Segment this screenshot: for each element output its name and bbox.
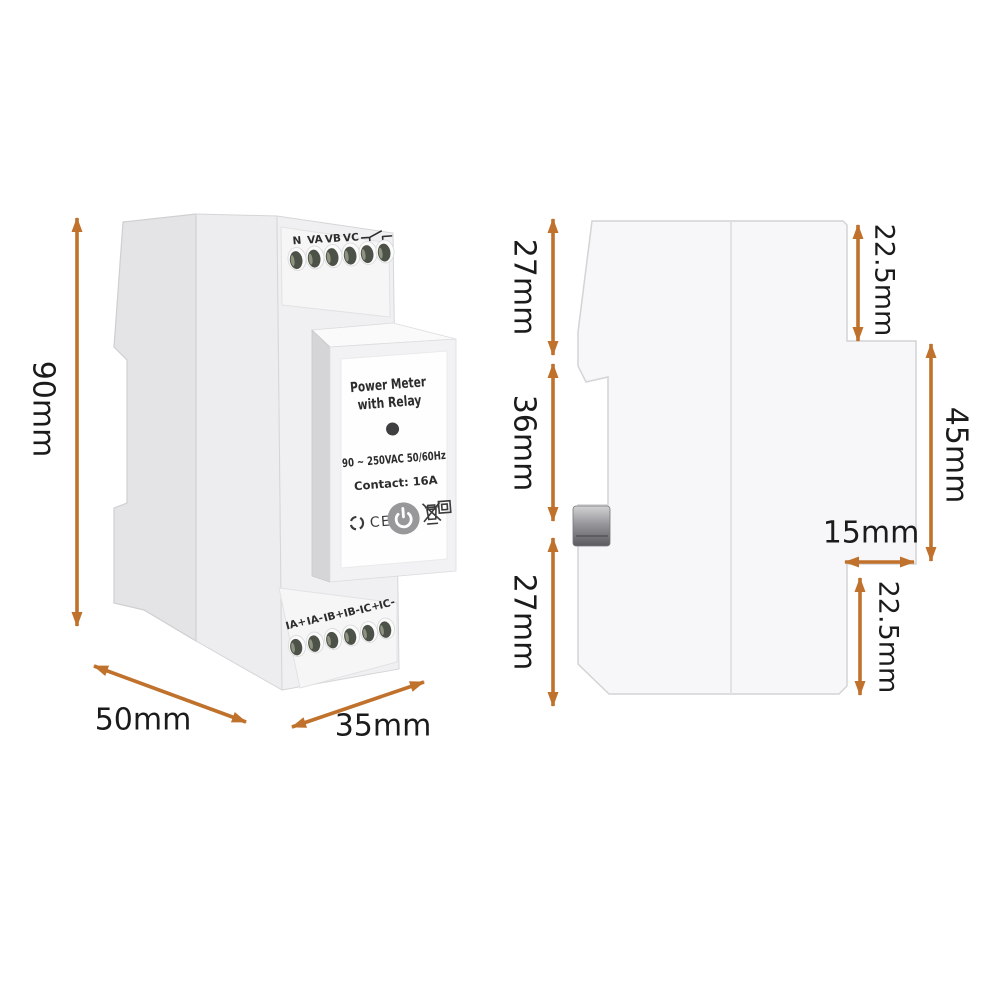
dimension-labels: 90mm 50mm 35mm 27mm 36mm 27mm 22.5mm 45m… xyxy=(26,224,974,744)
dim-label-35mm: 35mm xyxy=(335,709,432,744)
led-indicator xyxy=(386,422,400,436)
terminal-label-ic-plus: IC+ xyxy=(359,600,382,617)
bottom-terminal-holes xyxy=(288,617,395,657)
side-face xyxy=(113,213,197,643)
terminal-label-ib-minus: IB- xyxy=(343,604,362,620)
label-spec-contact: Contact: 16A xyxy=(354,473,439,494)
terminal-label-vc: VC xyxy=(343,231,360,244)
terminal-label-ic-minus: IC- xyxy=(378,596,397,612)
terminal-label-n: N xyxy=(292,235,302,248)
dim-label-22-5mm-bottom: 22.5mm xyxy=(873,581,904,694)
dim-label-27mm-top: 27mm xyxy=(507,239,542,336)
label-title-line1: Power Meter xyxy=(350,374,427,396)
dim-label-45mm: 45mm xyxy=(939,407,974,504)
dim-label-22-5mm-top: 22.5mm xyxy=(869,224,900,337)
terminal-label-vb: VB xyxy=(324,232,341,245)
arrow-35mm xyxy=(291,680,425,729)
terminal-label-va: VA xyxy=(307,233,324,246)
block-left-face xyxy=(311,329,331,583)
front-label xyxy=(340,350,448,569)
din-clip xyxy=(572,505,611,547)
dim-label-36mm: 36mm xyxy=(507,395,542,492)
weee-bin-icon xyxy=(421,502,442,525)
double-insulation-icon xyxy=(437,499,452,514)
dim-label-27mm-bottom: 27mm xyxy=(507,574,542,671)
terminal-label-ia-minus: IA- xyxy=(306,612,325,628)
front-label-content: Power Meter with Relay 90 ~ 250VAC 50/60… xyxy=(342,374,452,535)
terminal-label-ib-plus: IB+ xyxy=(322,608,345,625)
dimension-arrows xyxy=(71,217,937,729)
side-view-body xyxy=(577,220,917,695)
dim-label-15mm: 15mm xyxy=(823,516,920,551)
arrow-50mm xyxy=(93,664,247,724)
top-terminal-holes xyxy=(287,239,395,271)
label-title-line2: with Relay xyxy=(357,393,422,414)
front-label-block: Power Meter with Relay 90 ~ 250VAC 50/60… xyxy=(311,322,457,583)
power-button-icon xyxy=(387,502,420,535)
side-view xyxy=(572,220,917,695)
dim-label-90mm: 90mm xyxy=(26,361,61,458)
terminal-label-ia-plus: IA+ xyxy=(284,616,307,633)
relay-contact-icon xyxy=(360,230,393,242)
dim-label-50mm: 50mm xyxy=(95,703,192,738)
ce-mark: CE xyxy=(369,513,392,531)
recycle-icon xyxy=(349,515,365,531)
front-frame-strip xyxy=(195,213,283,691)
perspective-view: N VA VB VC Power xyxy=(113,213,457,691)
bottom-terminal-block: IA+ IA- IB+ IB- IC+ IC- xyxy=(278,587,398,689)
top-terminal-block: N VA VB VC xyxy=(280,226,395,318)
